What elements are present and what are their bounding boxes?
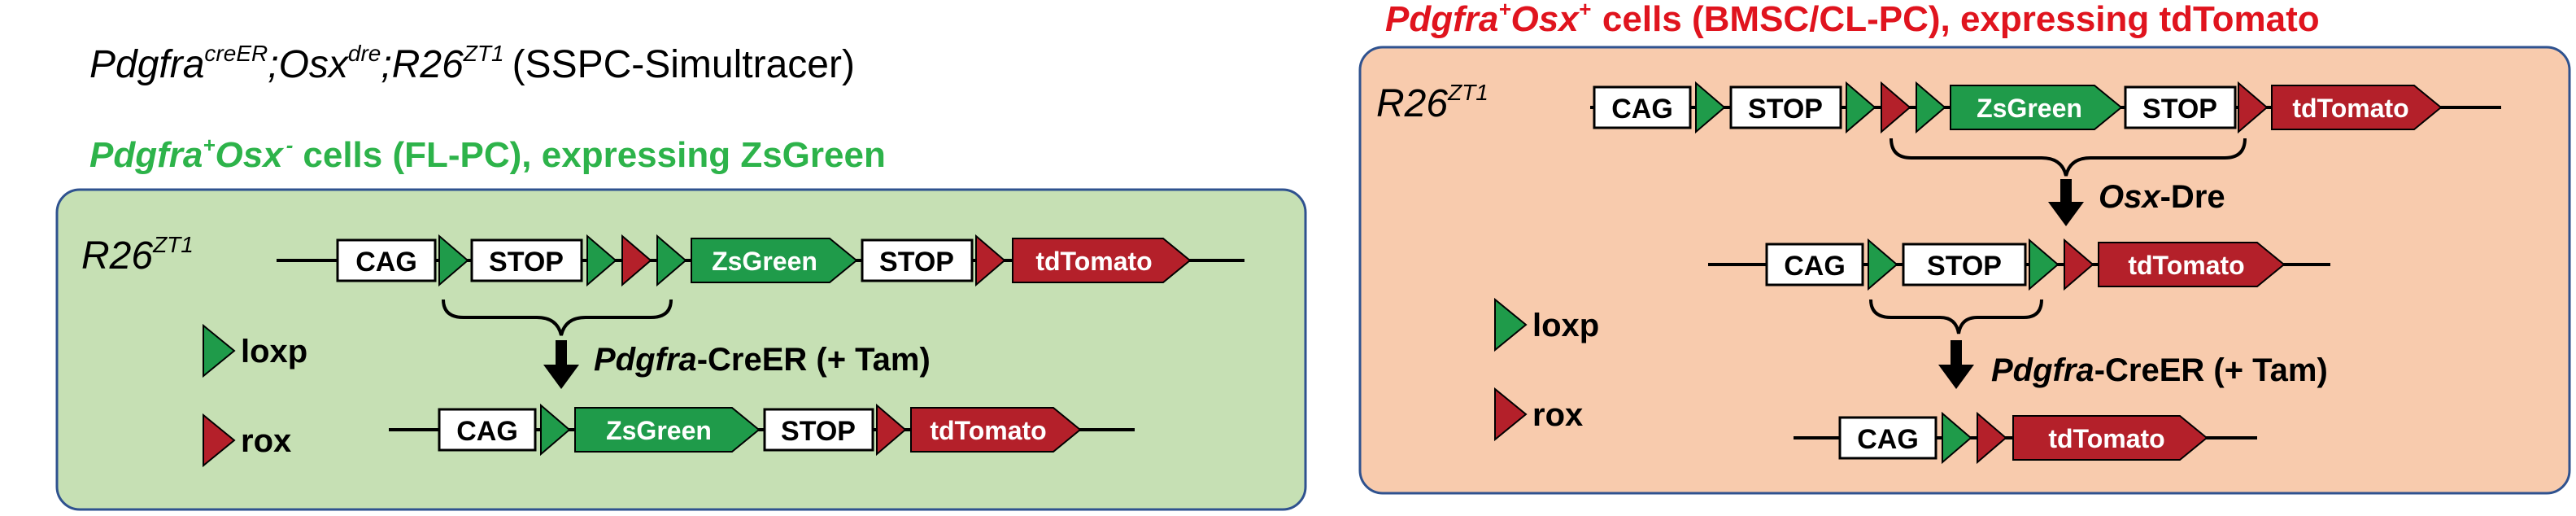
- rox-site: [2064, 238, 2094, 291]
- cag-label: CAG: [355, 247, 417, 278]
- cag-label: CAG: [1857, 424, 1919, 455]
- tdtomato-cassette: [1012, 238, 1192, 283]
- zsgreen-label: ZsGreen: [606, 416, 712, 445]
- rox-site: [975, 234, 1006, 287]
- stop-box: [470, 238, 583, 282]
- tdtomato-label: tdTomato: [2128, 251, 2244, 280]
- stop-box: [1729, 85, 1842, 129]
- recombination-arrow-head: [2048, 202, 2084, 226]
- tdtomato-label: tdTomato: [2048, 424, 2164, 453]
- cag-box: [336, 238, 437, 282]
- tdtomato-cassette: [910, 407, 1082, 453]
- stop-box: [1902, 243, 2027, 286]
- rox-site: [876, 403, 907, 457]
- loxp-legend-icon: [1494, 297, 1528, 352]
- zsgreen-cassette: [574, 407, 761, 453]
- cag-box: [1765, 243, 1864, 286]
- zsgreen-label: ZsGreen: [712, 247, 817, 276]
- cag-label: CAG: [456, 416, 518, 447]
- excision-brace: [442, 299, 673, 336]
- cag-box: [1593, 85, 1692, 129]
- loxp-legend-label: loxp: [1532, 308, 1599, 343]
- stop-label: STOP: [879, 247, 954, 278]
- right-recombinase-label: Pdgfra-CreER (+ Tam): [1991, 352, 2328, 388]
- rox-site: [2238, 81, 2269, 134]
- rox-legend-label: rox: [241, 423, 291, 459]
- zsgreen-cassette: [691, 238, 858, 283]
- stop-box: [861, 238, 974, 282]
- loxp-site: [656, 234, 687, 287]
- rox-legend-icon: [203, 413, 236, 468]
- tdtomato-label: tdTomato: [930, 416, 1046, 445]
- zsgreen-label: ZsGreen: [1977, 94, 2082, 123]
- tdtomato-label: tdTomato: [2292, 94, 2408, 123]
- right-allele-label: R26ZT1: [1376, 80, 1489, 125]
- stop-label: STOP: [781, 416, 856, 447]
- loxp-site: [1916, 81, 1946, 134]
- loxp-site: [2029, 238, 2059, 291]
- cag-box: [1838, 416, 1937, 460]
- rox-legend-label: rox: [1532, 397, 1583, 433]
- mouse-line-title: PdgfracreER;Osxdre;R26ZT1(SSPC-Simultrac…: [89, 41, 855, 86]
- osx-dre-label: Osx-Dre: [2099, 179, 2225, 215]
- recombination-arrow-head: [543, 365, 579, 389]
- tdtomato-cassette: [2271, 85, 2443, 130]
- stop-label: STOP: [1927, 251, 2002, 282]
- stop-label: STOP: [489, 247, 564, 278]
- rox-legend-icon: [1494, 387, 1528, 442]
- stop-label: STOP: [2142, 94, 2217, 125]
- rox-site: [1977, 411, 2007, 465]
- rox-site: [1881, 81, 1911, 134]
- stop-box: [2124, 85, 2237, 129]
- stop-box: [763, 408, 874, 452]
- loxp-legend-label: loxp: [241, 334, 307, 370]
- excision-brace: [1890, 138, 2247, 177]
- loxp-site: [1695, 81, 1726, 134]
- loxp-site: [438, 234, 469, 287]
- loxp-legend-icon: [203, 323, 236, 378]
- recombination-arrow-head: [1938, 365, 1974, 389]
- excision-brace: [1869, 299, 2043, 335]
- left-allele-label: R26ZT1: [81, 232, 194, 278]
- loxp-site: [1868, 238, 1898, 291]
- loxp-site: [540, 403, 571, 457]
- zsgreen-cassette: [1950, 85, 2123, 130]
- cag-box: [438, 408, 537, 452]
- left-panel-heading: Pdgfra+Osx-cells (FL-PC), expressing ZsG…: [89, 133, 886, 175]
- cag-label: CAG: [1611, 94, 1673, 125]
- left-recombinase-label: Pdgfra-CreER (+ Tam): [594, 342, 931, 378]
- tdtomato-cassette: [2012, 415, 2208, 461]
- tdtomato-cassette: [2098, 242, 2286, 287]
- rox-site: [621, 234, 652, 287]
- loxp-site: [586, 234, 617, 287]
- loxp-site: [1846, 81, 1876, 134]
- right-panel-heading: Pdgfra+Osx+cells (BMSC/CL-PC), expressin…: [1385, 0, 2320, 39]
- tdtomato-label: tdTomato: [1035, 247, 1152, 276]
- cag-label: CAG: [1784, 251, 1846, 282]
- stop-label: STOP: [1748, 94, 1823, 125]
- loxp-site: [1942, 411, 1972, 465]
